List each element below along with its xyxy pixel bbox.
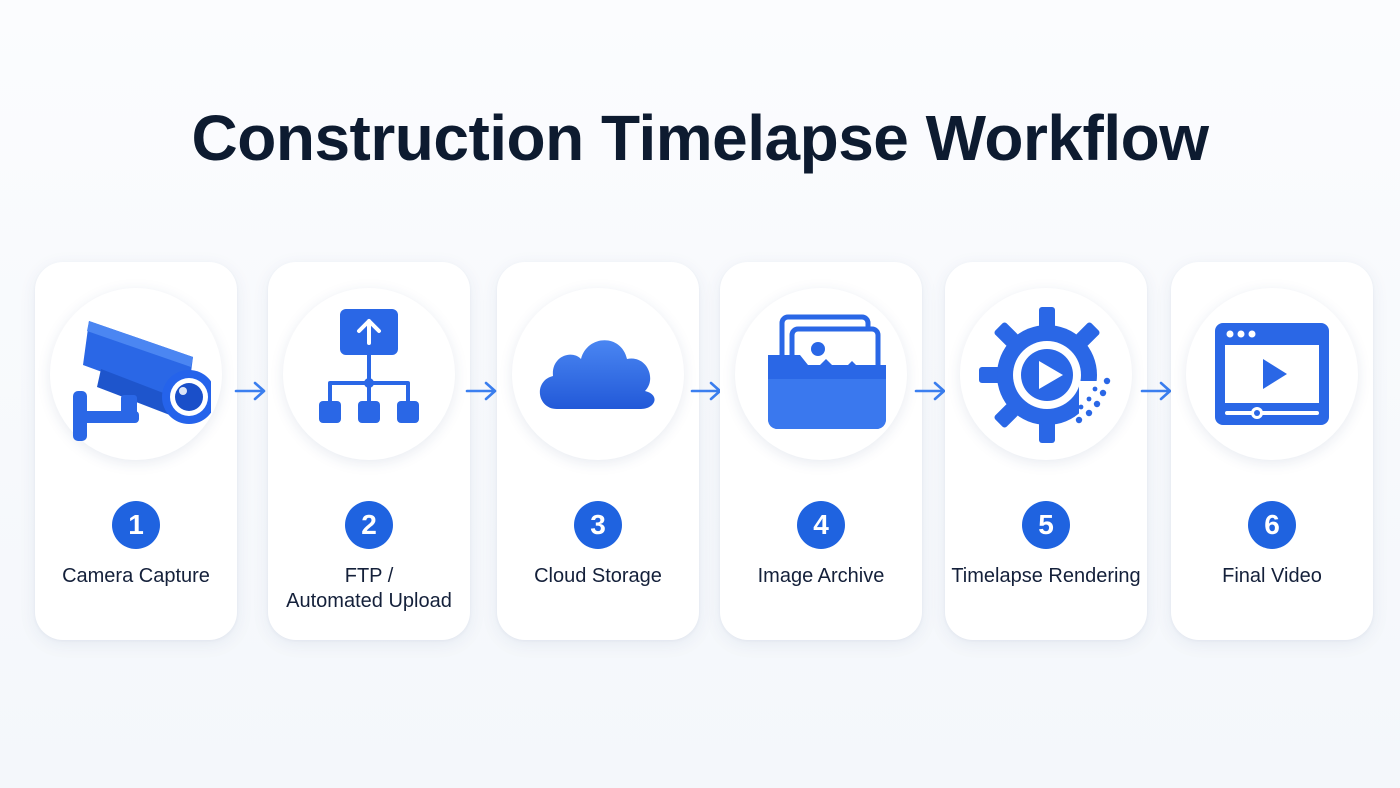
step-card-final-video: 6 Final Video [1171,262,1373,640]
icon-circle [283,288,455,460]
step-label: Cloud Storage [534,565,662,587]
step-number: 1 [112,501,160,549]
icon-circle [50,288,222,460]
image-folder-icon [768,314,886,429]
step-card-ftp-upload: 2 FTP /Automated Upload [268,262,470,640]
security-camera-icon [73,321,211,441]
arrow-right-icon [234,381,266,401]
step-label: Image Archive [757,565,885,587]
step-card-timelapse-rendering: 5 Timelapse Rendering [945,262,1147,640]
step-label: Timelapse Rendering [951,565,1141,587]
icon-circle [512,288,684,460]
cloud-icon [539,340,655,409]
upload-network-icon [319,309,419,423]
step-label: Camera Capture [62,565,210,587]
step-number: 3 [574,501,622,549]
icon-circle [735,288,907,460]
icon-circle [960,288,1132,460]
step-card-cloud-storage: 3 Cloud Storage [497,262,699,640]
page-title: Construction Timelapse Workflow [191,102,1209,174]
step-number: 4 [797,501,845,549]
arrow-right-icon [465,381,497,401]
icon-circle [1186,288,1358,460]
arrow-right-icon [1140,381,1172,401]
arrow-right-icon [914,381,946,401]
step-number: 6 [1248,501,1296,549]
gear-play-icon [979,307,1111,443]
step-label: Final Video [1222,565,1322,587]
video-player-icon [1215,323,1329,425]
step-card-camera-capture: 1 Camera Capture [35,262,237,640]
step-label: FTP /Automated Upload [286,565,452,612]
step-number: 2 [345,501,393,549]
step-number: 5 [1022,501,1070,549]
step-card-image-archive: 4 Image Archive [720,262,922,640]
